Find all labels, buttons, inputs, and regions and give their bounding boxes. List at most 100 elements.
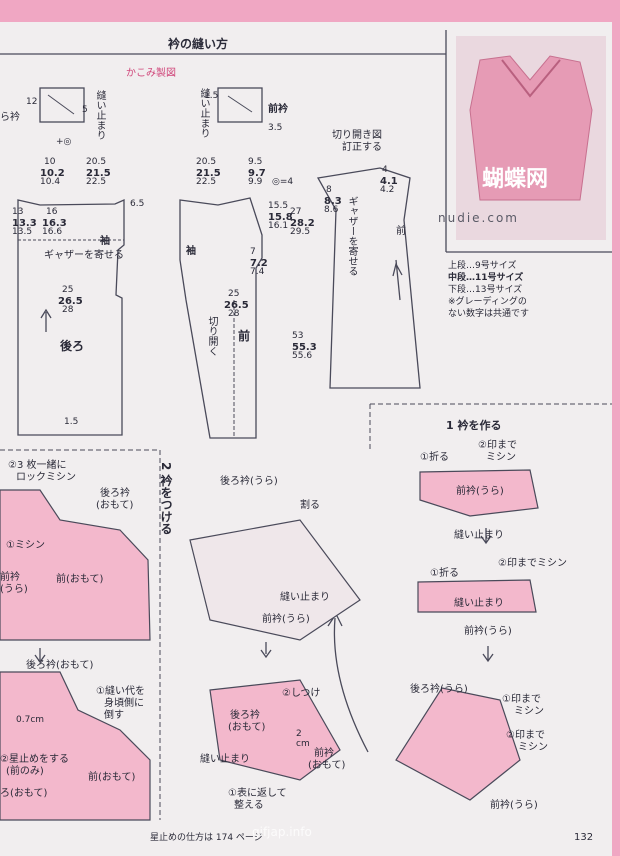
page-number: 132 <box>574 832 594 843</box>
step2-text: 後ろ衿 <box>230 710 260 721</box>
step1-text: 縫い止まり <box>454 530 504 541</box>
num: 21.5 <box>86 168 111 179</box>
num: 7 <box>250 247 256 257</box>
left-text: 前(おもて) <box>56 574 104 585</box>
step2-text: 前衿 <box>314 748 334 759</box>
step1-text: ②印まで <box>478 440 517 451</box>
num: 6.5 <box>130 199 145 209</box>
num: 20.5 <box>196 157 217 167</box>
left-text: ①ミシン <box>6 540 45 551</box>
num: 55.6 <box>292 351 313 361</box>
left-text: 身頃側に <box>104 698 144 709</box>
num: 13 <box>12 207 24 217</box>
step1b-text: 前衿(うら) <box>490 800 538 811</box>
step1-text: ①折る <box>430 568 459 579</box>
num: 27 <box>290 207 302 217</box>
num: 25 <box>62 285 74 295</box>
num: 9.5 <box>248 157 263 167</box>
left-text: ②3 枚一緒に <box>8 460 67 471</box>
step1-text: ミシン <box>486 452 516 463</box>
num: 22.5 <box>86 177 107 187</box>
left-text: (うら) <box>0 584 28 595</box>
num: 8.3 <box>324 196 342 207</box>
step1b-text: ミシン <box>518 742 548 753</box>
num: 16.3 <box>42 218 67 229</box>
step2-text: ①表に返して <box>228 788 287 799</box>
num: 1.5 <box>64 417 79 427</box>
label-sewstop-a: 縫い止まり <box>94 90 105 140</box>
label-correct: 訂正する <box>342 142 382 153</box>
step2-text: 縫い止まり <box>200 754 250 765</box>
size-legend-1: 上段…9号サイズ <box>448 261 517 271</box>
label-cut-open: 切り開く <box>206 316 217 356</box>
step1b-text: 後ろ衿(うら) <box>410 684 468 695</box>
size-legend-4: ※グレーディングの <box>448 297 527 307</box>
footer-note: 星止めの仕方は 174 ページ <box>150 833 263 843</box>
section-title: 衿の縫い方 <box>168 37 229 51</box>
left-text: 倒す <box>104 710 124 721</box>
num: 15.5 <box>268 201 289 211</box>
step1-title: 1 衿を作る <box>446 419 502 432</box>
step2-text: 割る <box>300 500 320 511</box>
label-front-collar: 前衿 <box>268 104 288 115</box>
step1b-text: ①印まで <box>502 694 541 705</box>
num: 21.5 <box>196 168 221 179</box>
left-text: 前衿 <box>0 572 20 583</box>
num: 22.5 <box>196 177 217 187</box>
num: 9.7 <box>248 168 266 179</box>
num: 4 <box>382 165 388 175</box>
step1-text: 前衿(うら) <box>464 626 512 637</box>
label-front-chart: 前 <box>396 226 406 237</box>
num: 12 <box>26 97 38 107</box>
num: 1.5 <box>204 91 219 101</box>
num: 26.5 <box>224 300 249 311</box>
num: 13.5 <box>12 227 33 237</box>
num: 16.6 <box>42 227 63 237</box>
num: 16.1 <box>268 221 289 231</box>
left-text: 後ろ衿 <box>100 488 130 499</box>
left-text: (おもて) <box>96 500 134 511</box>
step1b-text: ミシン <box>514 706 544 717</box>
num: 26.5 <box>58 296 83 307</box>
step1-text: 前衿(うら) <box>456 486 504 497</box>
num: 10 <box>44 157 56 167</box>
num: 4.2 <box>380 185 395 195</box>
label-partial: ら衿 <box>0 112 20 123</box>
num: 28.2 <box>290 218 315 229</box>
step2-text: 整える <box>234 800 264 811</box>
step2-text: 後ろ衿(うら) <box>220 476 278 487</box>
label-gather-chart: ギャザーを寄せる <box>346 196 357 276</box>
label-sleeve-front: 袖 <box>186 246 196 257</box>
size-legend-2: 中段…11号サイズ <box>448 273 524 283</box>
num: 10.2 <box>40 168 65 179</box>
watermark-url: nudie.com <box>438 211 519 225</box>
num: 3.5 <box>268 123 283 133</box>
num: 7.2 <box>250 258 268 269</box>
step2-text: 2 <box>296 729 302 739</box>
step2-text: (おもて) <box>308 760 346 771</box>
num: 5 <box>82 105 88 115</box>
label-gather-back: ギャザーを寄せる <box>44 250 124 261</box>
label-cut-open-chart: 切り開き図 <box>332 130 382 141</box>
label-sewstop-b: 縫い止まり <box>198 88 209 138</box>
step2-text: ②しつけ <box>282 688 321 699</box>
num: 28 <box>228 309 240 319</box>
num: 9.9 <box>248 177 263 187</box>
num: 15.8 <box>268 212 293 223</box>
size-legend-5: ない数字は共通です <box>448 309 530 319</box>
num: 8.6 <box>324 205 339 215</box>
step2-text: cm <box>296 739 310 749</box>
left-text: ①縫い代を <box>96 686 145 697</box>
size-legend-3: 下段…13号サイズ <box>448 285 523 295</box>
num: +◎ <box>56 137 72 147</box>
label-back: 後ろ <box>60 339 85 353</box>
num: 16 <box>46 207 58 217</box>
footer-watermark: gifjap.info <box>252 825 312 839</box>
num: 29.5 <box>290 227 311 237</box>
step2-title: 2 衿をつける <box>159 462 173 535</box>
num: 28 <box>62 305 74 315</box>
step1-text: 縫い止まり <box>454 598 504 609</box>
watermark-cn: 蝴蝶网 <box>482 167 549 192</box>
label-sleeve-back: 袖 <box>100 236 110 247</box>
